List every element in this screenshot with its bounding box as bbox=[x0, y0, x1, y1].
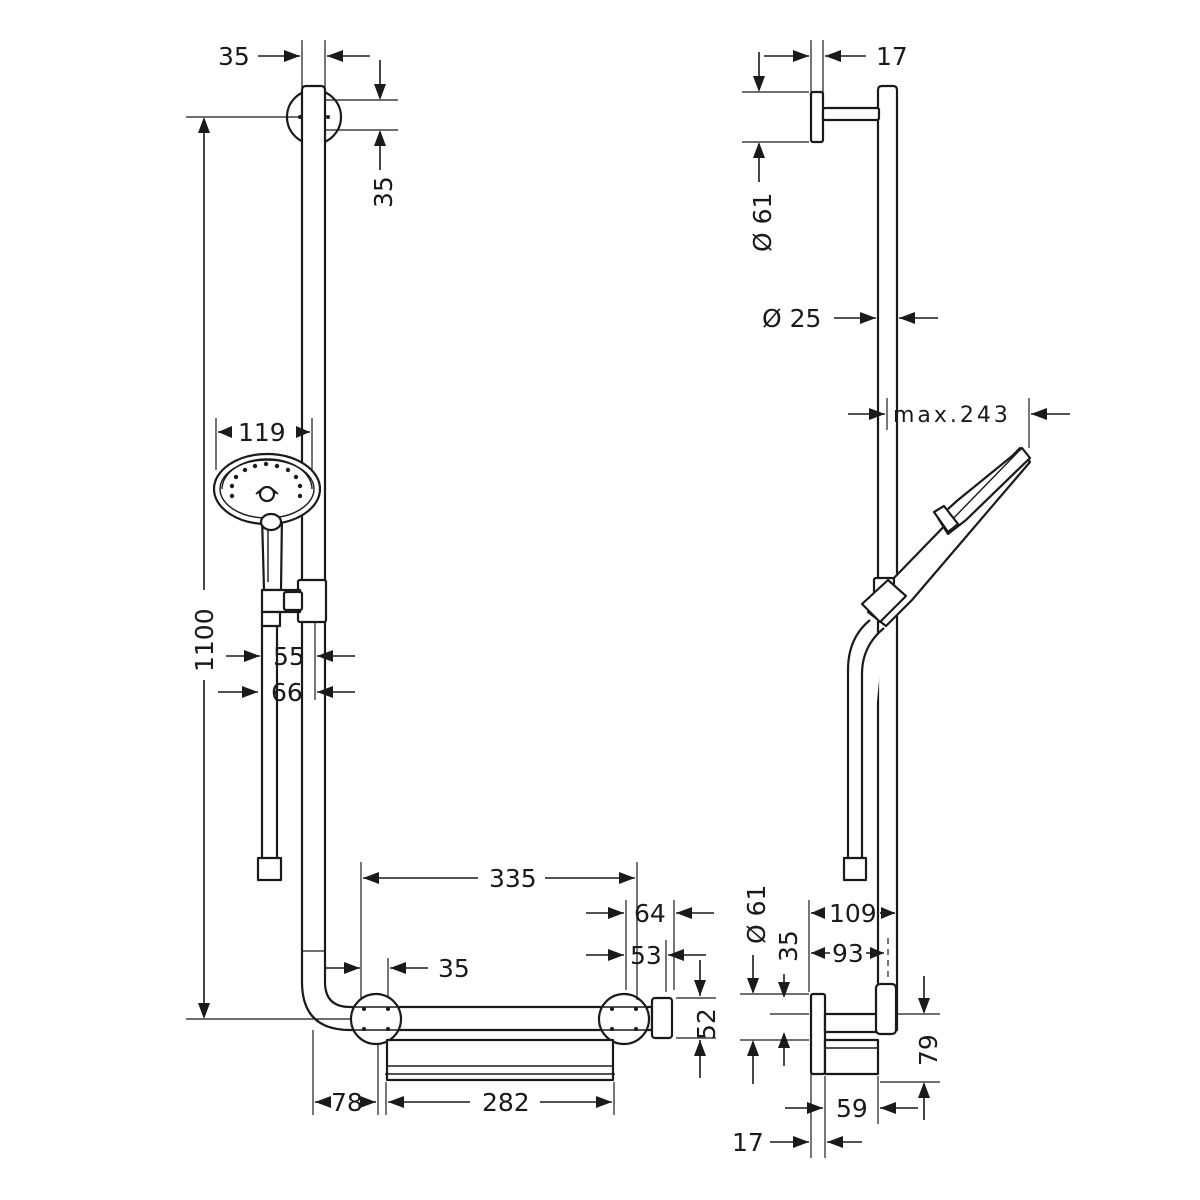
dim-front-53: 53 bbox=[586, 940, 706, 992]
side-shower-hose bbox=[842, 619, 885, 882]
front-lower-right-rosette bbox=[597, 992, 651, 1046]
dim-text-78: 78 bbox=[331, 1088, 363, 1117]
dim-side-109: 109 bbox=[808, 899, 898, 992]
dim-text-dia61-bottom: Ø 61 bbox=[742, 885, 771, 944]
dim-front-top-35: 35 bbox=[218, 40, 370, 88]
dim-side-17-top: 17 bbox=[764, 40, 908, 108]
dim-front-64: 64 bbox=[586, 899, 714, 990]
dim-side-35-bottom: 35 bbox=[770, 930, 809, 1066]
dim-side-dia61-bottom: Ø 61 bbox=[740, 885, 809, 1084]
dim-side-17-bottom: 17 bbox=[732, 1074, 862, 1158]
dim-text-119: 119 bbox=[238, 418, 286, 447]
side-view: 17 Ø 61 Ø 25 max.243 bbox=[732, 40, 1070, 1158]
front-grab-bar-end-cap bbox=[650, 996, 674, 1040]
dim-text-35-top: 35 bbox=[218, 42, 250, 71]
dim-text-109: 109 bbox=[829, 899, 877, 928]
dim-text-53: 53 bbox=[630, 941, 662, 970]
dim-side-79: 79 bbox=[880, 976, 943, 1120]
dim-front-52: 52 bbox=[676, 960, 721, 1078]
dim-front-119: 119 bbox=[215, 418, 313, 470]
dim-side-max243: max.243 bbox=[848, 398, 1070, 448]
side-hand-shower bbox=[860, 446, 1032, 628]
front-slider-holder bbox=[260, 578, 328, 628]
dim-side-93: 93 bbox=[811, 938, 889, 980]
dim-side-dia25: Ø 25 bbox=[762, 304, 938, 333]
dim-front-282: 282 bbox=[385, 1082, 615, 1117]
dim-text-1100: 1100 bbox=[190, 608, 219, 672]
dim-front-55: 55 bbox=[226, 622, 355, 700]
dim-text-35-bottom: 35 bbox=[774, 930, 803, 962]
dim-front-78: 78 bbox=[312, 1030, 379, 1117]
side-bottom-mount bbox=[809, 982, 898, 1076]
dim-side-dia61-top: Ø 61 bbox=[742, 52, 809, 252]
dim-text-35-vertical: 35 bbox=[369, 176, 398, 208]
dim-front-66: 66 bbox=[218, 678, 355, 707]
dim-text-55: 55 bbox=[273, 642, 305, 671]
dim-text-17-bottom: 17 bbox=[732, 1128, 764, 1157]
dim-front-1100: 1100 bbox=[186, 116, 350, 1020]
dim-text-335: 335 bbox=[489, 864, 537, 893]
dim-text-93: 93 bbox=[832, 939, 864, 968]
dim-side-59: 59 bbox=[785, 1076, 918, 1124]
dim-text-66: 66 bbox=[271, 678, 303, 707]
dim-text-282: 282 bbox=[482, 1088, 530, 1117]
dim-text-dia25: Ø 25 bbox=[762, 304, 821, 333]
dim-front-335: 335 bbox=[360, 862, 638, 1000]
side-top-rosette bbox=[809, 90, 881, 144]
dim-text-17-top: 17 bbox=[876, 42, 908, 71]
front-view: 35 35 1100 bbox=[186, 40, 721, 1117]
front-shower-rail-and-grab-bar bbox=[300, 84, 654, 1032]
dim-text-52: 52 bbox=[692, 1008, 721, 1040]
dim-text-59: 59 bbox=[836, 1094, 868, 1123]
front-lower-left-rosette bbox=[349, 992, 403, 1046]
side-shower-rail bbox=[876, 84, 899, 1032]
dim-text-79: 79 bbox=[914, 1034, 943, 1066]
dim-front-rosette-35: 35 bbox=[325, 60, 398, 208]
front-hand-shower bbox=[212, 452, 322, 592]
dim-text-max243: max.243 bbox=[893, 403, 1011, 428]
dim-text-dia61-top: Ø 61 bbox=[748, 193, 777, 252]
dim-text-64: 64 bbox=[634, 899, 666, 928]
dim-front-35-lower: 35 bbox=[324, 954, 470, 996]
dim-text-35-lower: 35 bbox=[438, 954, 470, 983]
